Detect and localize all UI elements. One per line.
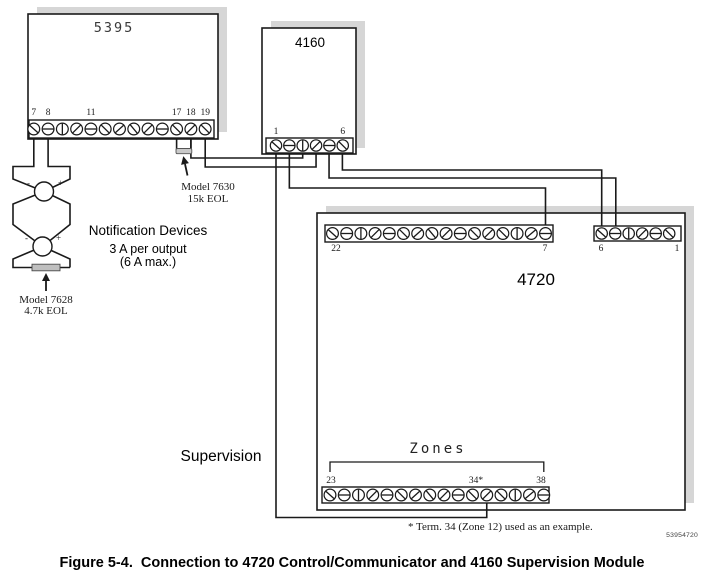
- terminal-number: 6: [340, 127, 346, 137]
- figure-caption: Figure 5-4. Connection to 4720 Control/C…: [59, 555, 645, 571]
- terminal-screw-slot: [115, 124, 124, 134]
- wire-supervision-4160-1-to-zone-34: [275, 152, 488, 519]
- device-chain-left-rail: [12, 138, 70, 269]
- terminal-screw-slot: [129, 124, 138, 134]
- terminal-screw-slot: [496, 490, 506, 500]
- terminal-screw-slot: [399, 229, 408, 238]
- terminal-screw-slot: [597, 229, 607, 238]
- terminal-screw-slot: [468, 490, 477, 500]
- drawing-number: 53954720: [666, 532, 698, 539]
- terminal-number: 1: [674, 243, 680, 254]
- terminal-screw-slot: [411, 490, 420, 500]
- terminal-screw-slot: [427, 228, 436, 239]
- terminal-screw-slot: [72, 124, 81, 134]
- terminal-number: 23: [326, 476, 336, 486]
- eol-resistor-7630: [175, 148, 193, 155]
- zones-strip-title: Zones: [409, 441, 467, 457]
- terminal-screw-slot: [29, 124, 39, 134]
- terminal-number: 7: [31, 107, 37, 118]
- terminal-number: 22: [331, 243, 341, 254]
- zones-bracket: [329, 461, 545, 472]
- eol-7630-pointer-arrow-head: [181, 156, 189, 165]
- terminal-screw-slot: [524, 491, 535, 499]
- terminal-screw-slot: [172, 124, 181, 134]
- terminal-screw-slot: [441, 229, 451, 238]
- terminal-screw-slot: [311, 141, 321, 150]
- terminal-strip-4720-io: [324, 224, 554, 243]
- terminal-screw-slot: [482, 490, 492, 500]
- terminal-screw-slot: [498, 229, 508, 238]
- terminal-screw-slot: [439, 490, 449, 500]
- terminal-screw-slot: [526, 229, 536, 238]
- notification-devices-rating: 3 A per output: [109, 242, 187, 256]
- eol-7628-pointer-arrow-head: [42, 273, 50, 281]
- polarity-plus: +: [56, 233, 61, 243]
- device-chain-right-rail: [40, 138, 71, 268]
- terminal-number: 18: [186, 107, 196, 118]
- polarity-minus: -: [27, 178, 30, 188]
- terminal-screw-slot: [638, 229, 647, 238]
- terminal-number: 38: [536, 476, 546, 486]
- panel-5395-box: [27, 13, 219, 140]
- eol-resistor-7628: [31, 263, 61, 272]
- figure-footnote: * Term. 34 (Zone 12) used as an example.: [408, 521, 593, 533]
- terminal-screw-slot: [413, 229, 423, 238]
- terminal-number: 8: [45, 107, 51, 118]
- terminal-screw-slot: [425, 490, 434, 500]
- eol-7630-pointer-arrow: [184, 163, 189, 176]
- terminal-number: 6: [598, 243, 604, 254]
- terminal-screw-slot: [325, 490, 335, 500]
- supervision-wire-label: Supervision: [180, 448, 262, 465]
- terminal-screw-slot: [470, 229, 479, 238]
- eol-7628-value: 4.7k EOL: [24, 305, 68, 317]
- wire-5395-19-to-4160-4: [204, 138, 317, 168]
- notification-devices-max: (6 A max.): [119, 254, 177, 269]
- terminal-screw-slot: [338, 141, 347, 150]
- wire-4160-2-to-4720-7: [288, 152, 547, 227]
- terminal-number: 11: [86, 107, 96, 118]
- terminal-screw-slot: [186, 124, 196, 134]
- terminal-number: 1: [273, 127, 279, 137]
- wire-4160-5-to-4720-aux-5: [328, 152, 617, 227]
- eol-7630-model: Model 7630: [181, 181, 235, 193]
- terminal-screw-slot: [396, 490, 406, 500]
- terminal-number: 19: [200, 107, 210, 118]
- eol-7628-model: Model 7628: [19, 293, 73, 306]
- wire-5395-18-to-4160-3: [190, 138, 304, 159]
- terminal-number: 7: [542, 243, 548, 254]
- panel-4720-box: [316, 212, 686, 511]
- panel-4720-label: 4720: [517, 270, 555, 289]
- terminal-screw-slot: [200, 124, 210, 134]
- panel-5395-label: 5395: [93, 20, 135, 36]
- terminal-screw-slot: [143, 124, 153, 134]
- notification-device-1: [33, 181, 55, 202]
- terminal-screw-slot: [484, 229, 493, 238]
- polarity-plus: +: [58, 178, 63, 188]
- notification-device-2: [32, 236, 53, 257]
- terminal-screw-slot: [370, 229, 380, 238]
- panel-4160-label: 4160: [294, 35, 326, 50]
- terminal-screw-slot: [100, 124, 110, 134]
- terminal-screw-slot: [328, 229, 337, 238]
- terminal-screw-slot: [368, 490, 378, 500]
- wire-4160-6-to-4720-aux-6: [341, 152, 603, 227]
- terminal-number: 34*: [468, 476, 484, 486]
- polarity-minus: -: [25, 233, 28, 243]
- terminal-screw-slot: [271, 141, 281, 150]
- notification-devices-title: Notification Devices: [88, 223, 208, 238]
- eol-7630-value: 15k EOL: [187, 192, 229, 205]
- terminal-number: 17: [171, 107, 182, 118]
- panel-4160-box: [261, 27, 357, 155]
- terminal-screw-slot: [665, 229, 674, 238]
